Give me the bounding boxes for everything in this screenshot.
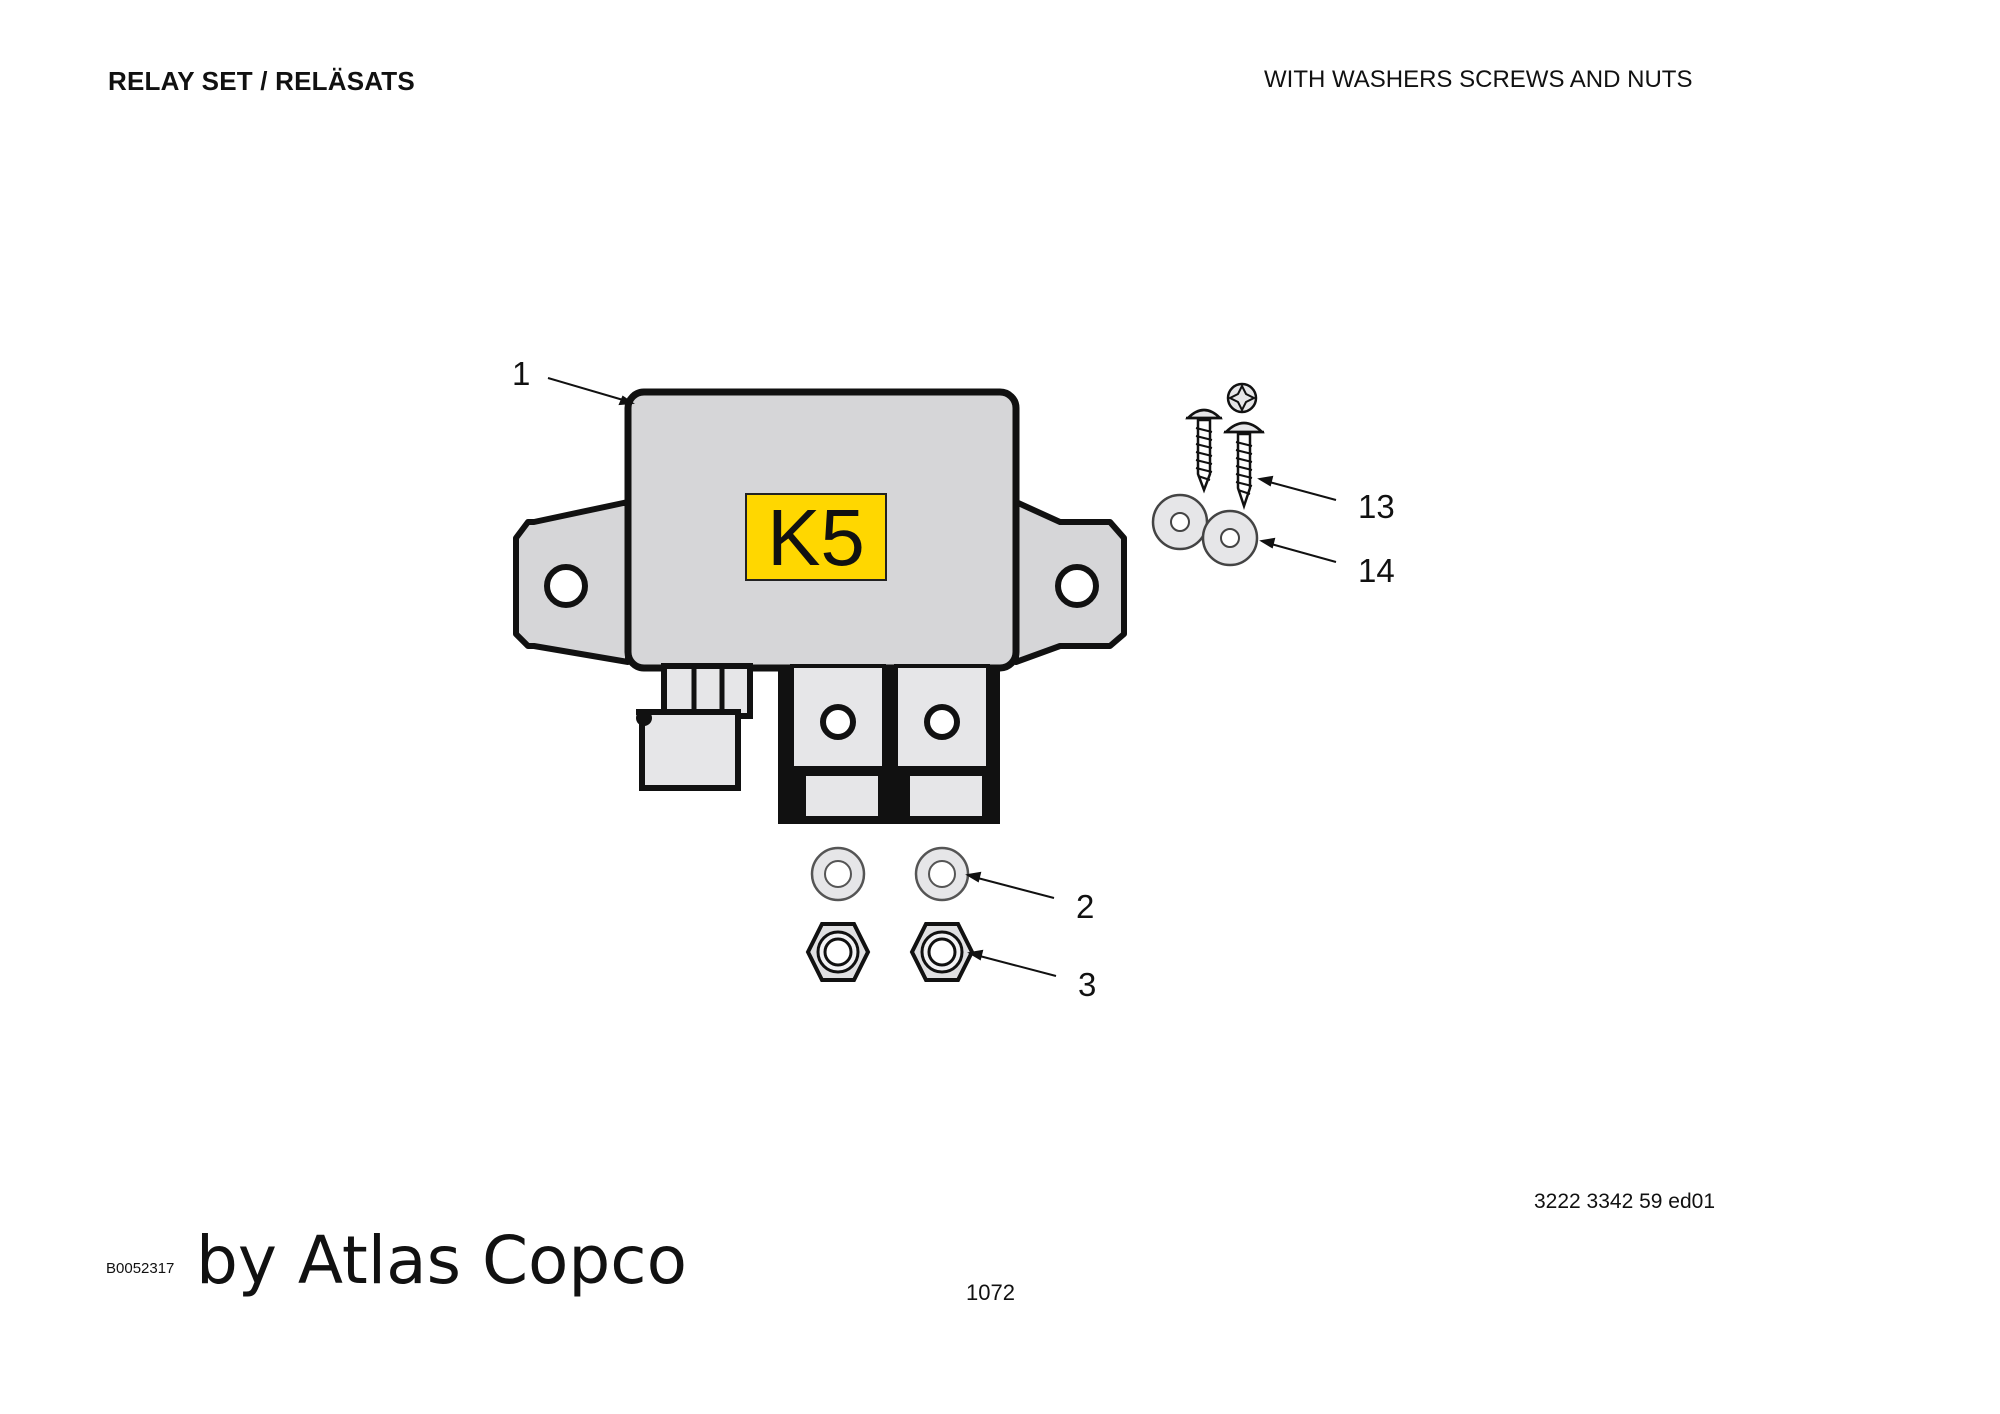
small-washers <box>810 846 970 902</box>
nuts <box>805 922 975 982</box>
screw-1 <box>1184 408 1224 494</box>
page-number: 1072 <box>966 1280 1015 1305</box>
page-subtitle: WITH WASHERS SCREWS AND NUTS <box>1264 66 1693 93</box>
relay-small-connector <box>636 663 753 791</box>
callout-14: 14 <box>1358 552 1395 589</box>
mounting-hole-left <box>544 564 588 608</box>
nut-2 <box>909 922 975 982</box>
callout-3: 3 <box>1078 966 1096 1003</box>
document-number: 3222 3342 59 ed01 <box>1534 1190 1716 1213</box>
screws <box>1184 382 1266 510</box>
brand-text: by Atlas Copco <box>196 1222 687 1299</box>
callout-1: 1 <box>512 355 530 392</box>
relay: K5 <box>513 388 1127 824</box>
screw-2 <box>1222 421 1266 510</box>
leader-lines <box>547 377 1337 977</box>
mounting-hole-right <box>1055 564 1099 608</box>
nut-1 <box>805 922 871 982</box>
callout-13: 13 <box>1358 488 1395 525</box>
page-title: RELAY SET / RELÄSATS <box>108 66 415 96</box>
terminal-hole-right <box>924 704 960 740</box>
relay-terminal-block <box>778 664 1000 824</box>
k5-label: K5 <box>767 493 865 582</box>
large-washers <box>1151 493 1259 567</box>
terminal-hole-left <box>820 704 856 740</box>
callout-2: 2 <box>1076 888 1094 925</box>
image-id: B0052317 <box>106 1260 175 1277</box>
screw-head-top-view <box>1226 382 1258 414</box>
k5-label-box <box>745 493 887 581</box>
